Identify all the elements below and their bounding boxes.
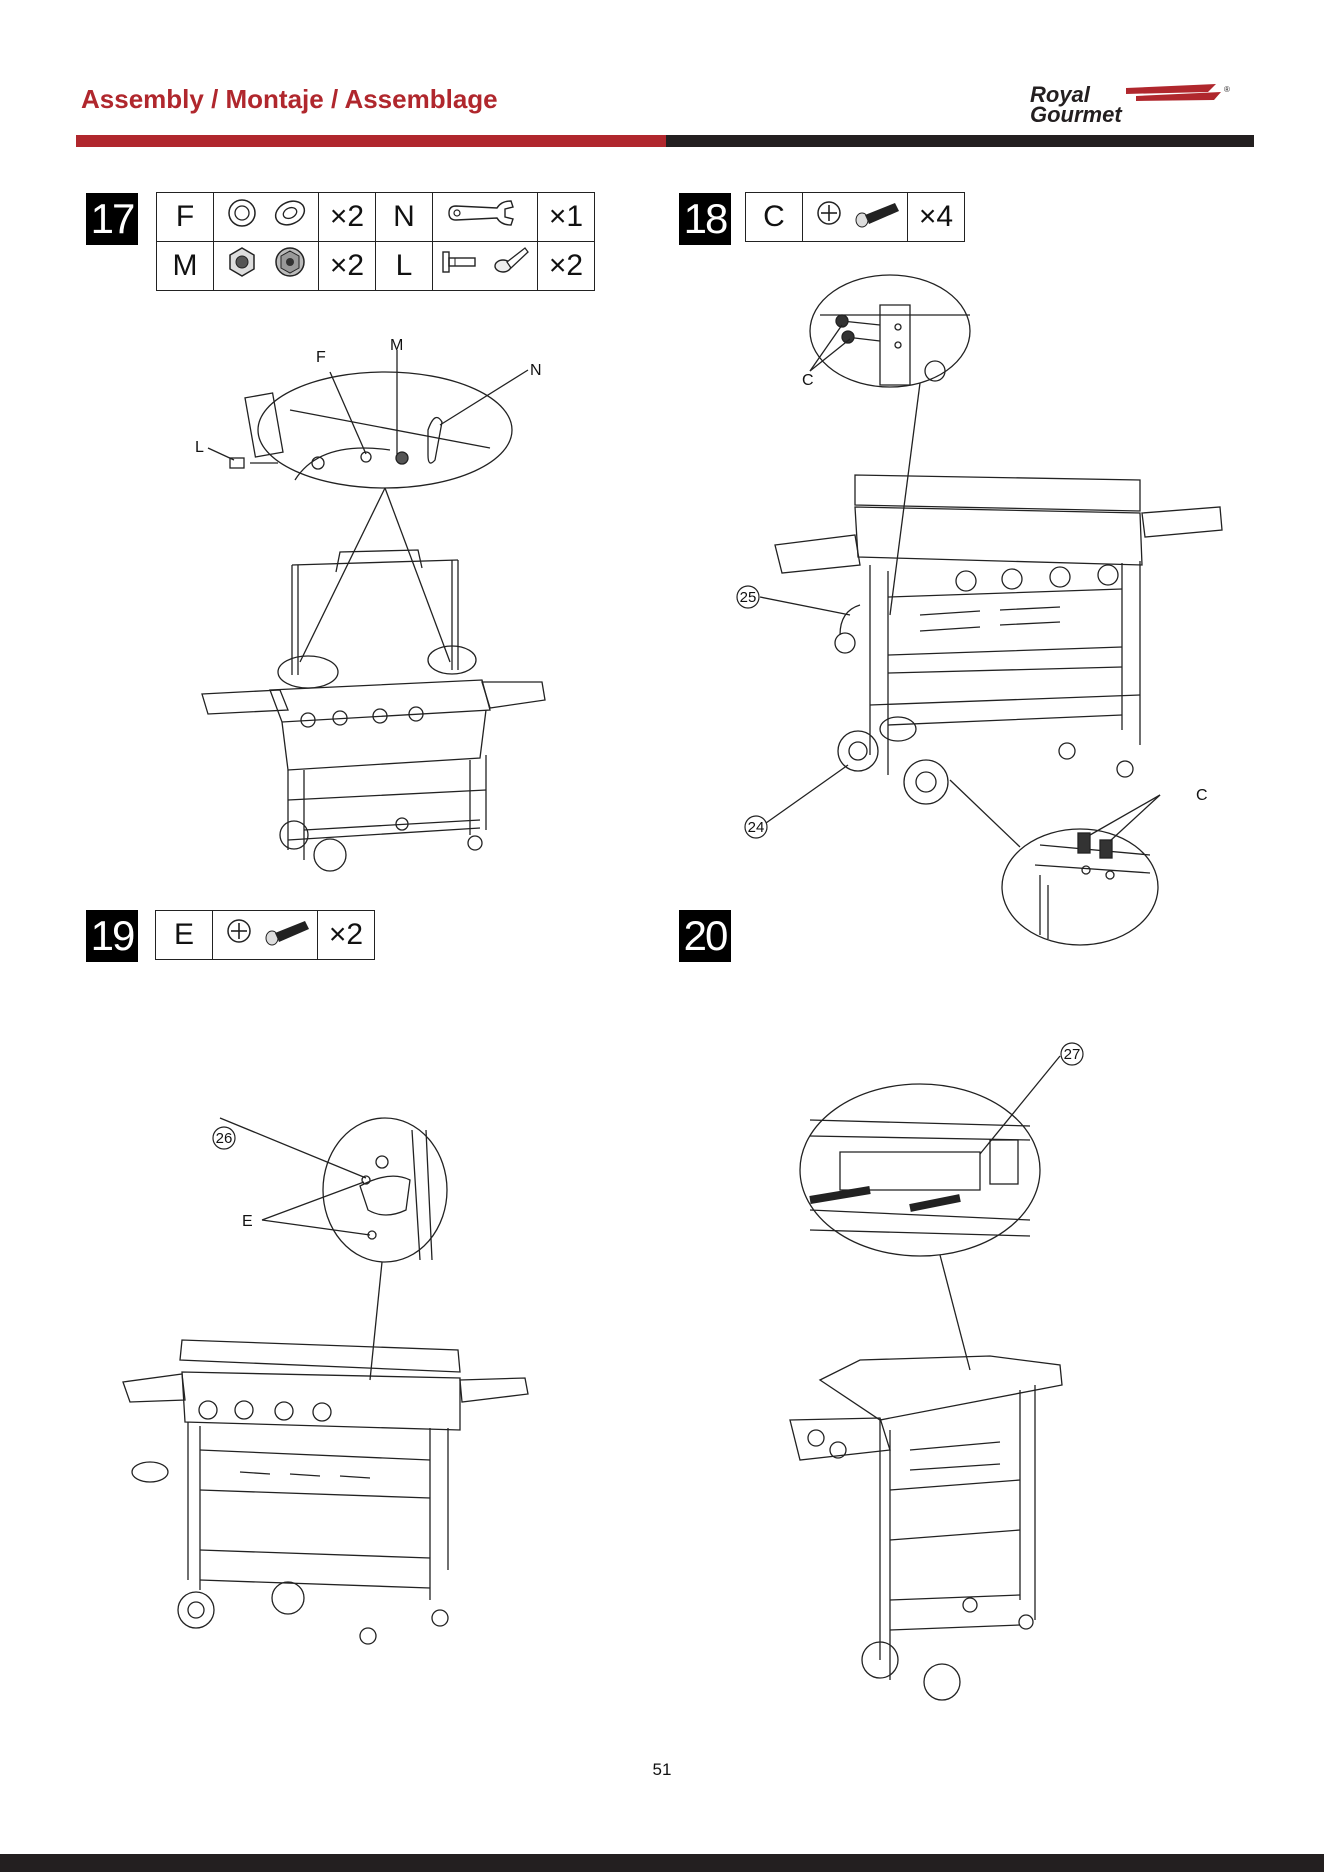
part-qty: ×2 [319,242,376,291]
step-20-illustration: 27 [780,1040,1100,1720]
wrench-icon [433,193,538,242]
step-19-illustration: E 26 [120,1110,540,1650]
header-bar-red [76,135,666,147]
hinge-pin-icon [433,242,538,291]
step-19-parts-table: E ×2 [155,910,375,960]
part-qty: ×2 [538,242,595,291]
part-label-F: F [316,349,326,366]
svg-text:25: 25 [740,589,757,606]
svg-text:24: 24 [748,819,765,836]
lock-nut-icon [214,242,319,291]
footer-bar [0,1854,1324,1872]
part-label-E: E [242,1213,253,1230]
step-18-number: 18 [679,193,731,245]
part-label-C-top: C [802,372,814,389]
part-letter: M [157,242,214,291]
washer-icon [214,193,319,242]
part-letter: L [376,242,433,291]
callout-26: 26 [213,1127,235,1149]
part-qty: ×4 [908,193,965,242]
part-letter: F [157,193,214,242]
svg-text:®: ® [1224,85,1230,94]
callout-27: 27 [1061,1043,1083,1065]
part-qty: ×2 [319,193,376,242]
part-letter: N [376,193,433,242]
bolt-icon [213,911,318,960]
step-17-parts-table: F ×2 N ×1 M [156,192,595,291]
part-label-M: M [390,337,403,354]
callout-25: 25 [737,586,759,608]
bolt-icon [803,193,908,242]
part-label-L: L [195,439,204,456]
part-letter: C [746,193,803,242]
step-17-illustration: F M N L [190,330,560,880]
step-18-illustration: C C 25 24 [730,275,1230,955]
step-18-parts-table: C ×4 [745,192,965,242]
callout-24: 24 [745,816,767,838]
part-label-N: N [530,362,542,379]
royal-gourmet-logo: Royal Gourmet ® [1026,80,1240,126]
part-label-C-bottom: C [1196,787,1208,804]
page-title: Assembly / Montaje / Assemblage [81,84,498,115]
header-bar-dark [666,135,1254,147]
part-letter: E [156,911,213,960]
svg-text:27: 27 [1064,1046,1081,1063]
svg-text:Gourmet: Gourmet [1030,102,1123,126]
svg-text:26: 26 [216,1130,233,1147]
step-17-number: 17 [86,193,138,245]
part-qty: ×2 [318,911,375,960]
step-20-number: 20 [679,910,731,962]
part-qty: ×1 [538,193,595,242]
step-19-number: 19 [86,910,138,962]
page-number: 51 [640,1760,684,1780]
